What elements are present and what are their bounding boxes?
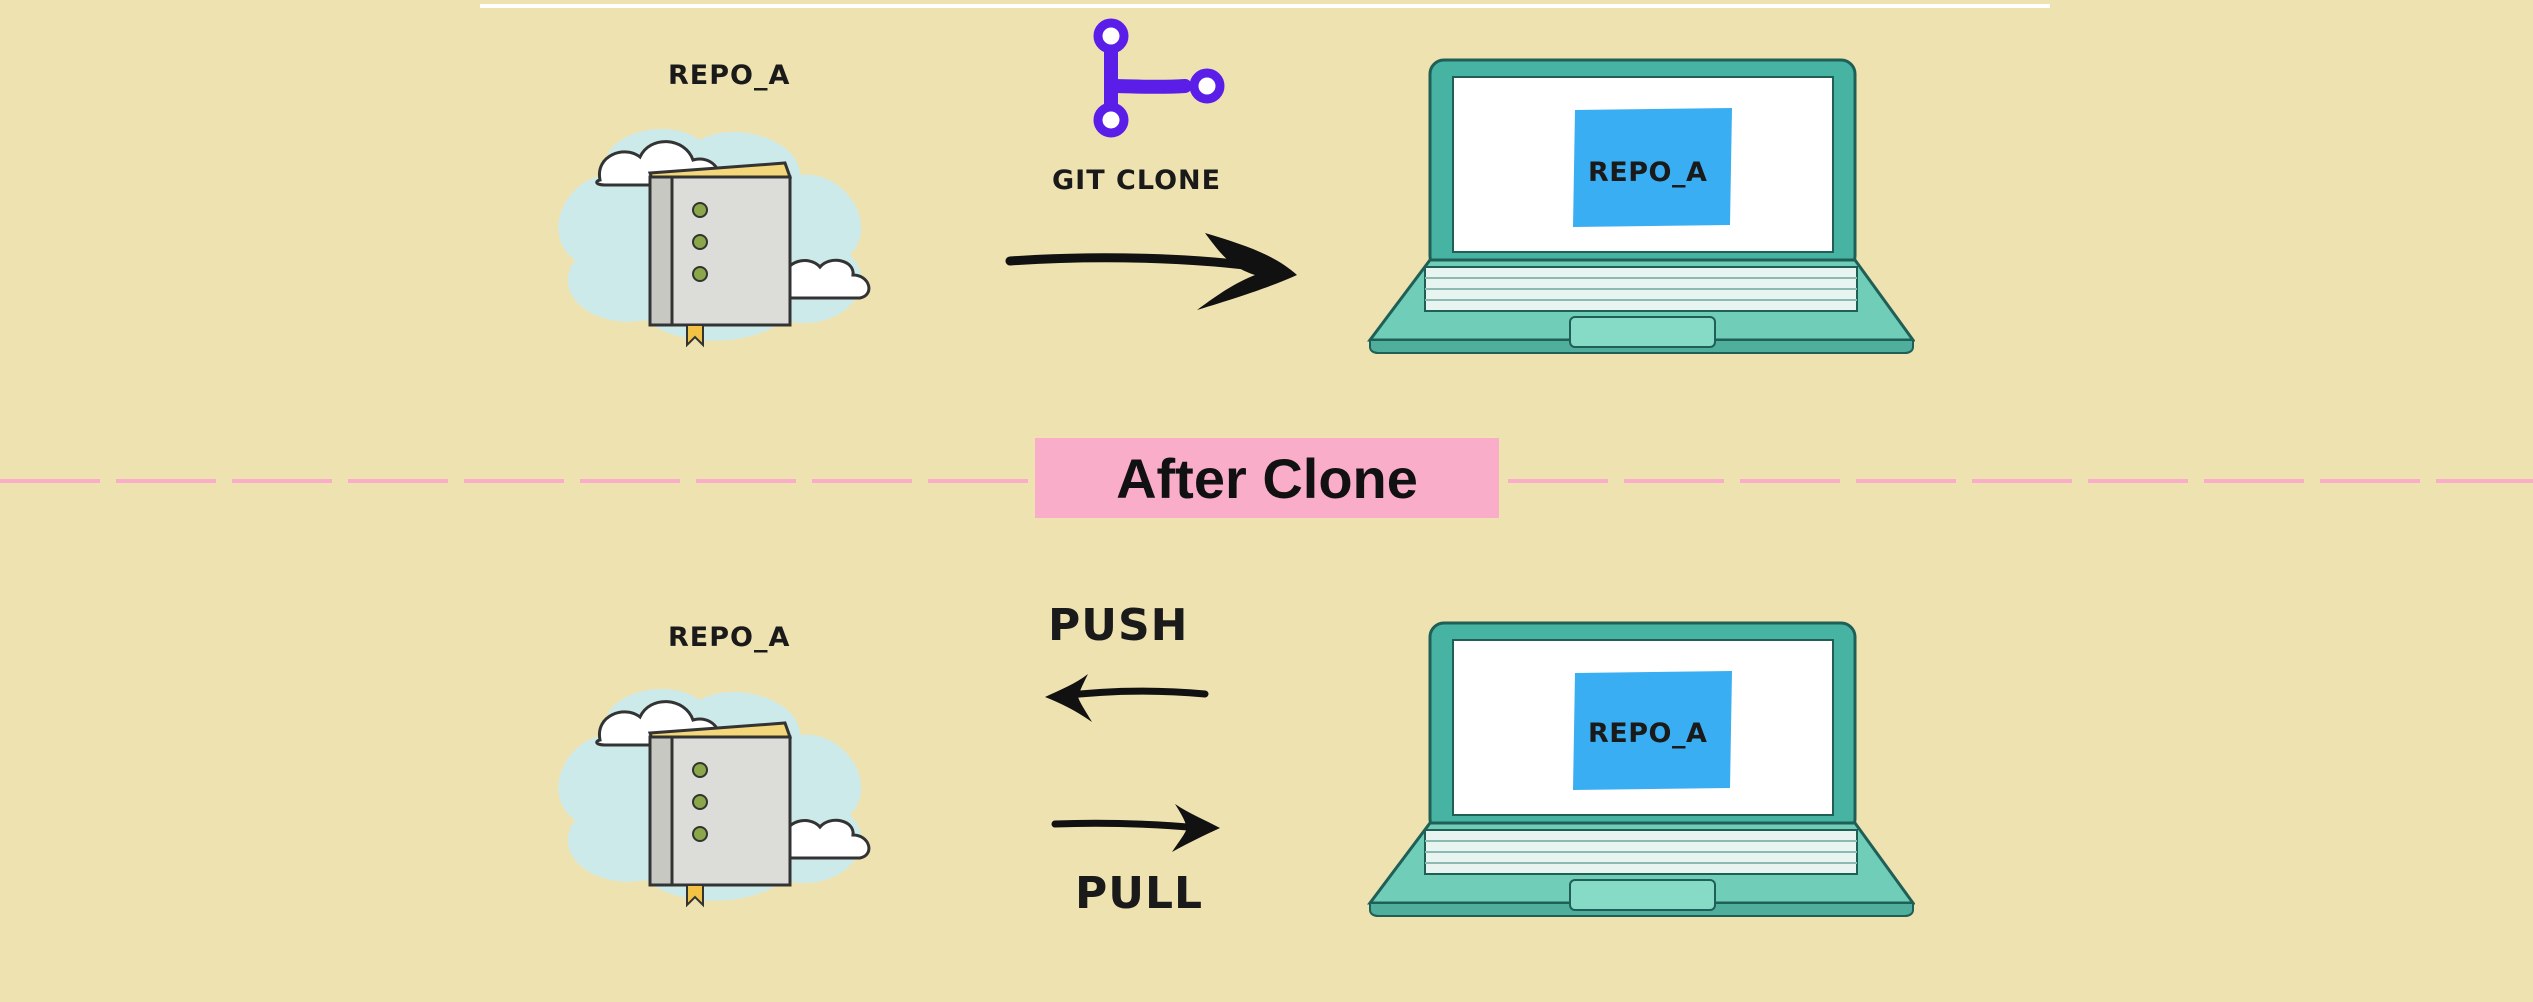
push-label: PUSH — [1048, 600, 1189, 651]
after-clone-banner: After Clone — [1035, 438, 1499, 518]
cloud-repository-icon — [558, 128, 871, 348]
laptop-screen-label: REPO_A — [1588, 718, 1708, 749]
dashed-divider — [0, 479, 2533, 483]
pull-arrow-icon — [1051, 804, 1220, 852]
repo-label: REPO_A — [668, 60, 791, 91]
pull-label: PULL — [1075, 868, 1204, 919]
git-branch-icon — [1093, 18, 1225, 138]
banner-text: After Clone — [1116, 446, 1418, 510]
repo-label: REPO_A — [668, 622, 791, 653]
laptop-icon — [1367, 58, 1915, 354]
laptop-screen-label: REPO_A — [1588, 157, 1708, 188]
top-edge-line — [480, 4, 2050, 8]
git-clone-label: GIT CLONE — [1052, 165, 1222, 196]
laptop-icon — [1367, 621, 1915, 917]
clone-arrow-icon — [1005, 233, 1297, 310]
push-arrow-icon — [1045, 674, 1209, 722]
cloud-repository-icon — [558, 688, 871, 908]
